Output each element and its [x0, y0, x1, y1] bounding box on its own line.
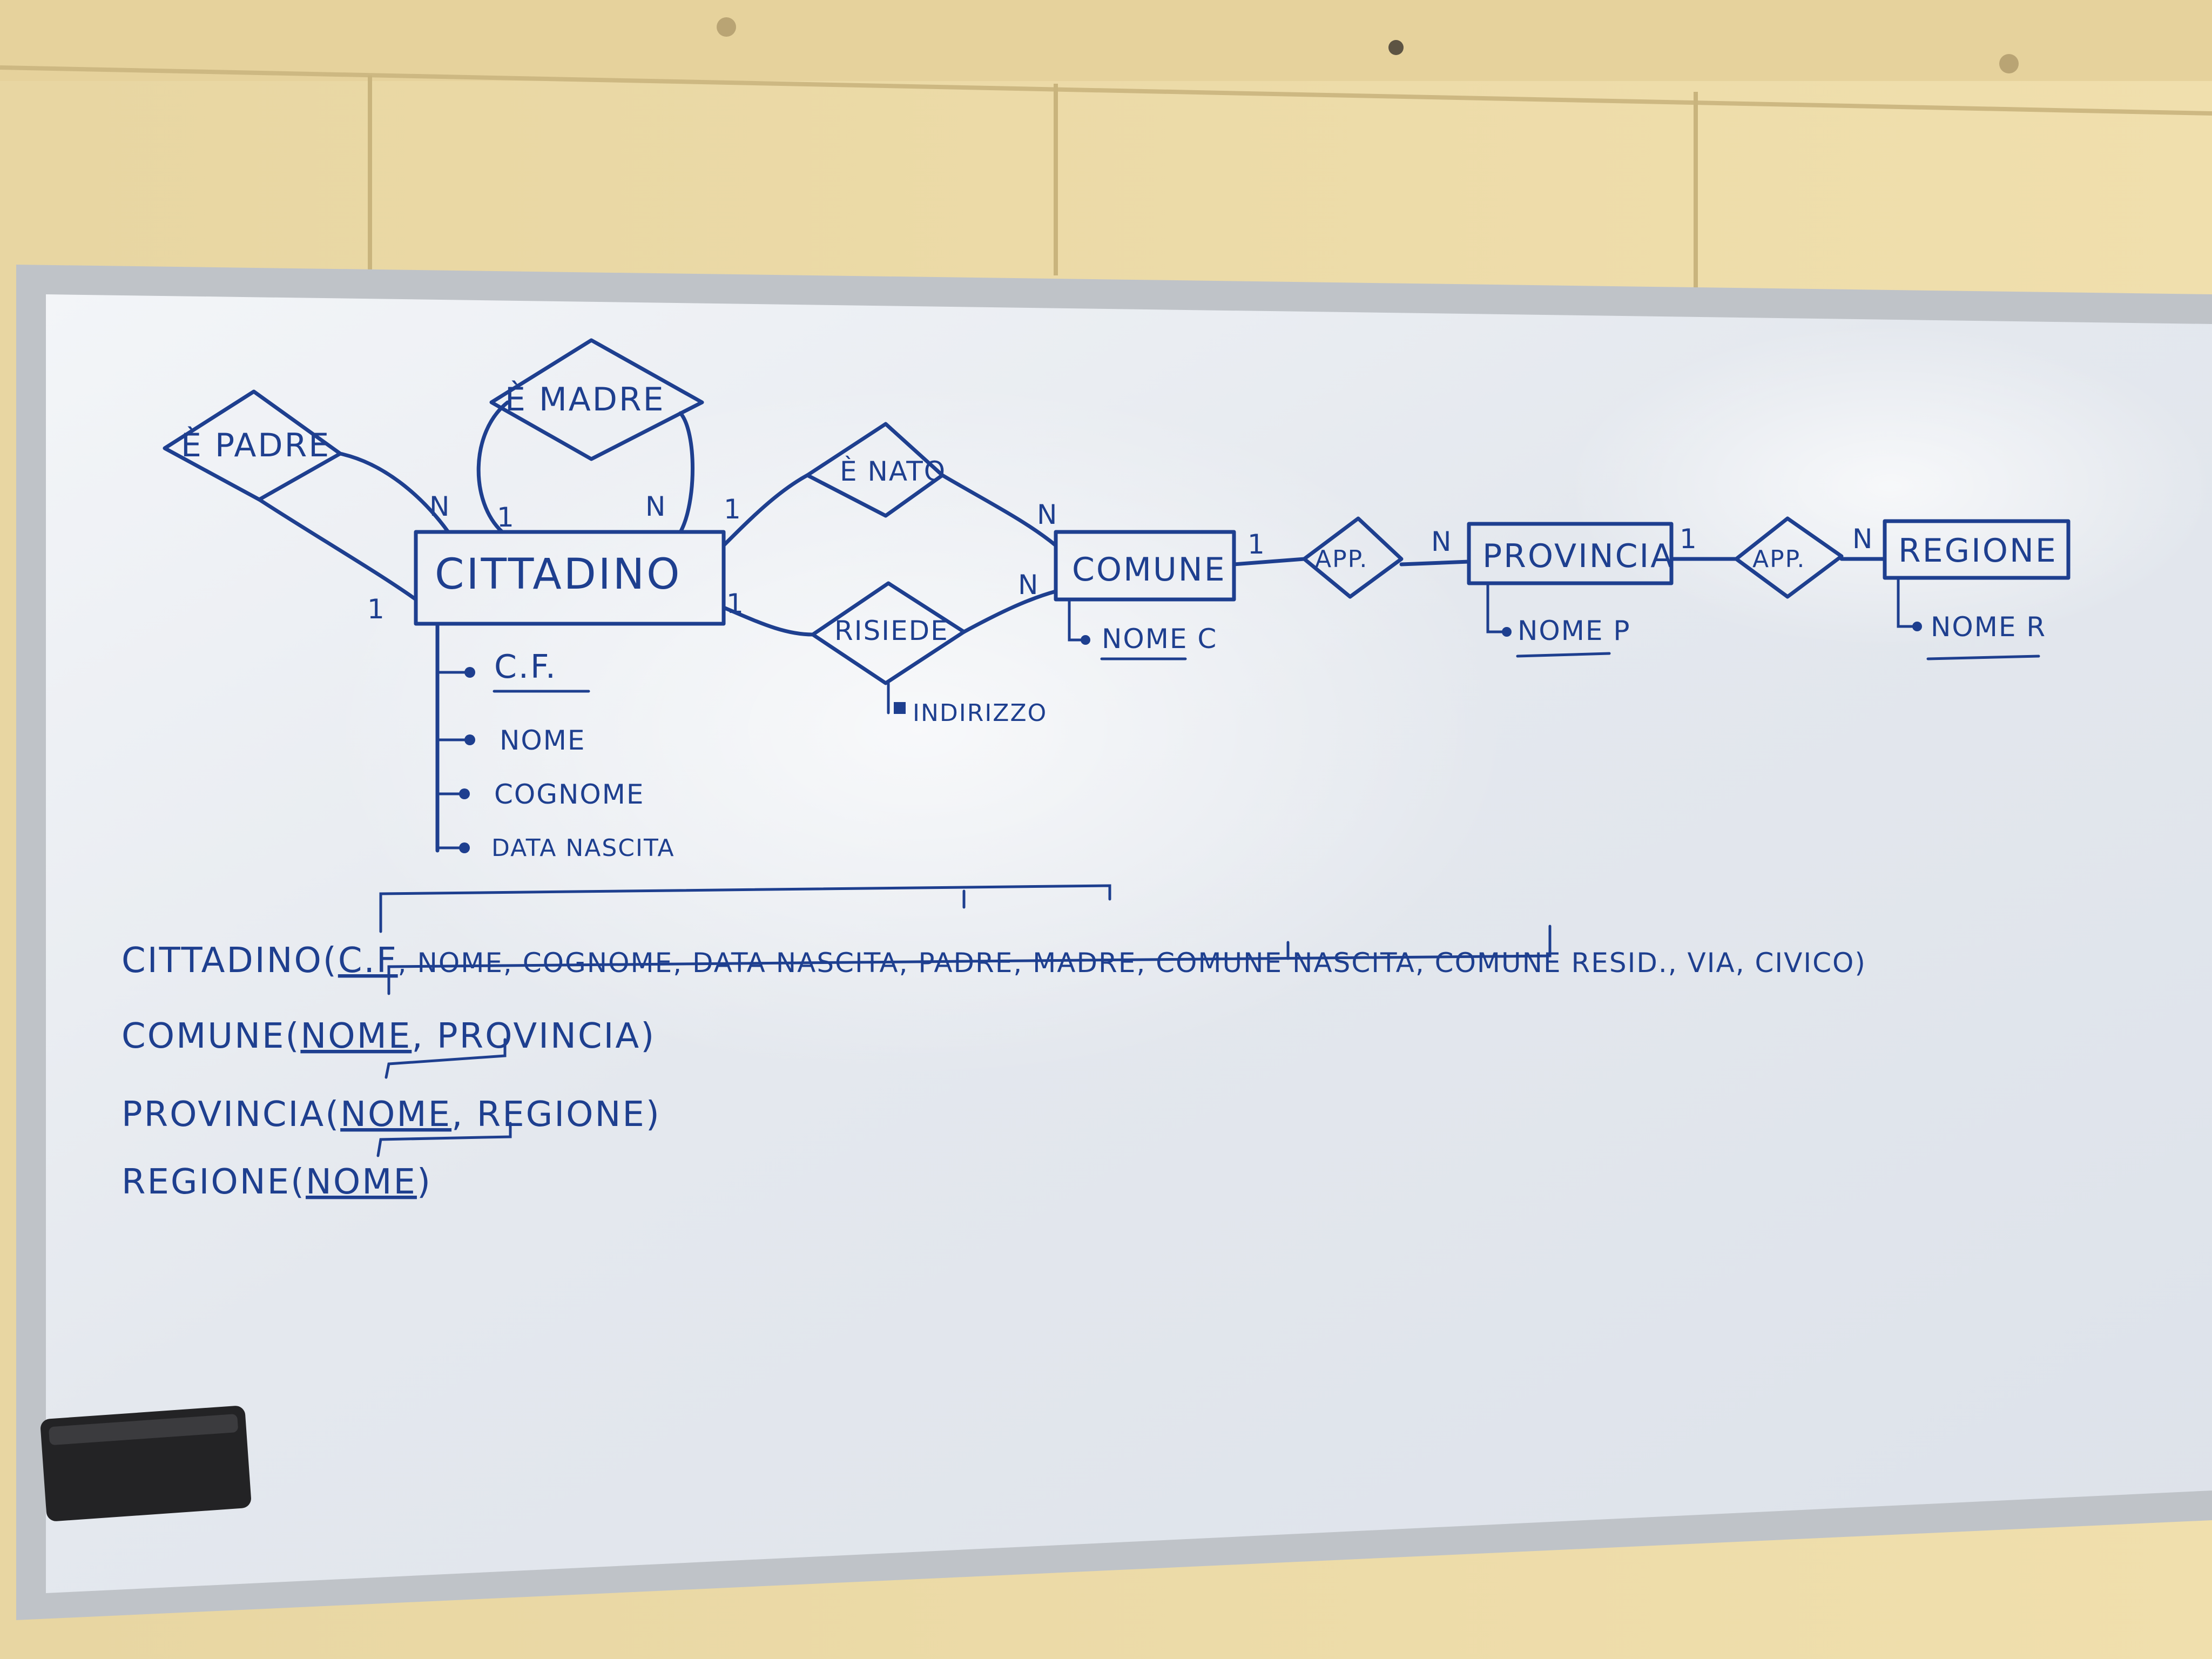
entity-provincia: PROVINCIA	[1467, 522, 1674, 585]
wall-screw	[1388, 40, 1404, 55]
svg-text:COMUNE(NOME, PROVINCIA): COMUNE(NOME, PROVINCIA)	[122, 1016, 656, 1056]
svg-text:N: N	[1431, 526, 1452, 557]
wall-screw	[1999, 54, 2019, 73]
svg-text:È MADRE: È MADRE	[505, 380, 665, 419]
svg-text:RISIEDE: RISIEDE	[834, 615, 949, 646]
svg-text:N: N	[645, 491, 666, 522]
svg-text:PROVINCIA: PROVINCIA	[1482, 537, 1674, 575]
relationship-app-provincia-regione: APP.	[1734, 516, 1844, 599]
svg-text:È NATO: È NATO	[840, 455, 946, 487]
svg-text:1: 1	[367, 594, 386, 625]
svg-text:NOME R: NOME R	[1931, 611, 2046, 643]
svg-text:N: N	[1037, 499, 1058, 530]
svg-text:1: 1	[497, 502, 515, 533]
comune-attribute: NOME C	[1068, 598, 1217, 660]
schema-regione-key: NOME	[306, 1162, 417, 1202]
svg-text:N: N	[1018, 569, 1039, 601]
schema-cittadino-key: C.F	[338, 941, 398, 981]
svg-text:1: 1	[726, 588, 745, 619]
svg-text:N: N	[1852, 523, 1873, 555]
attribute-cf: C.F.	[494, 648, 557, 686]
attribute-data-nascita: DATA NASCITA	[491, 834, 675, 862]
regione-attribute: NOME R	[1897, 576, 2046, 660]
svg-text:1: 1	[1247, 529, 1266, 560]
entity-cittadino: CITTADINO	[414, 530, 726, 626]
relationship-app-comune-provincia: APP.	[1302, 516, 1404, 599]
svg-text:1: 1	[1680, 523, 1698, 555]
light-glare	[324, 378, 1512, 1080]
svg-text:APP.: APP.	[1315, 545, 1368, 573]
schema-provincia-key: NOME	[340, 1095, 451, 1135]
svg-text:È PADRE: È PADRE	[181, 426, 331, 464]
schema-comune: COMUNE(NOME, PROVINCIA)	[122, 1016, 656, 1079]
entity-comune: COMUNE	[1054, 530, 1236, 602]
cittadino-attributes: C.F. NOME COGNOME DATA NASCITA	[435, 622, 675, 862]
attribute-nome: NOME	[500, 725, 586, 756]
svg-text:REGIONE: REGIONE	[1898, 532, 2058, 570]
svg-text:CITTADINO: CITTADINO	[435, 550, 682, 599]
entity-regione: REGIONE	[1883, 519, 2071, 580]
svg-text:NOME P: NOME P	[1518, 615, 1631, 646]
svg-text:COMUNE: COMUNE	[1072, 551, 1226, 589]
relationship-e-madre: È MADRE	[489, 338, 704, 461]
svg-text:CITTADINO(C.F, NOME, COGNOME,: CITTADINO(C.F, NOME, COGNOME, DATA NASCI…	[122, 941, 1866, 981]
schema-regione: REGIONE(NOME)	[122, 1162, 432, 1202]
schema-comune-key: NOME	[300, 1016, 412, 1056]
svg-text:REGIONE(NOME): REGIONE(NOME)	[122, 1162, 432, 1202]
light-glare	[1566, 324, 2212, 648]
schema-provincia: PROVINCIA(NOME, REGIONE)	[122, 1095, 661, 1157]
svg-text:APP.: APP.	[1752, 545, 1805, 573]
attribute-cognome: COGNOME	[494, 779, 645, 810]
risiede-attribute: INDIRIZZO	[887, 682, 1047, 727]
svg-text:NOME C: NOME C	[1102, 623, 1217, 655]
svg-text:1: 1	[724, 494, 742, 525]
provincia-attribute: NOME P	[1486, 582, 1631, 658]
svg-text:N: N	[429, 491, 450, 522]
schema-cittadino: CITTADINO(C.F, NOME, COGNOME, DATA NASCI…	[122, 884, 1866, 995]
svg-text:INDIRIZZO: INDIRIZZO	[913, 699, 1047, 727]
relationship-e-padre: È PADRE	[163, 389, 342, 502]
wall-top-rail	[0, 0, 2212, 81]
svg-text:PROVINCIA(NOME, REGIONE): PROVINCIA(NOME, REGIONE)	[122, 1095, 661, 1135]
wall-screw	[717, 17, 736, 37]
